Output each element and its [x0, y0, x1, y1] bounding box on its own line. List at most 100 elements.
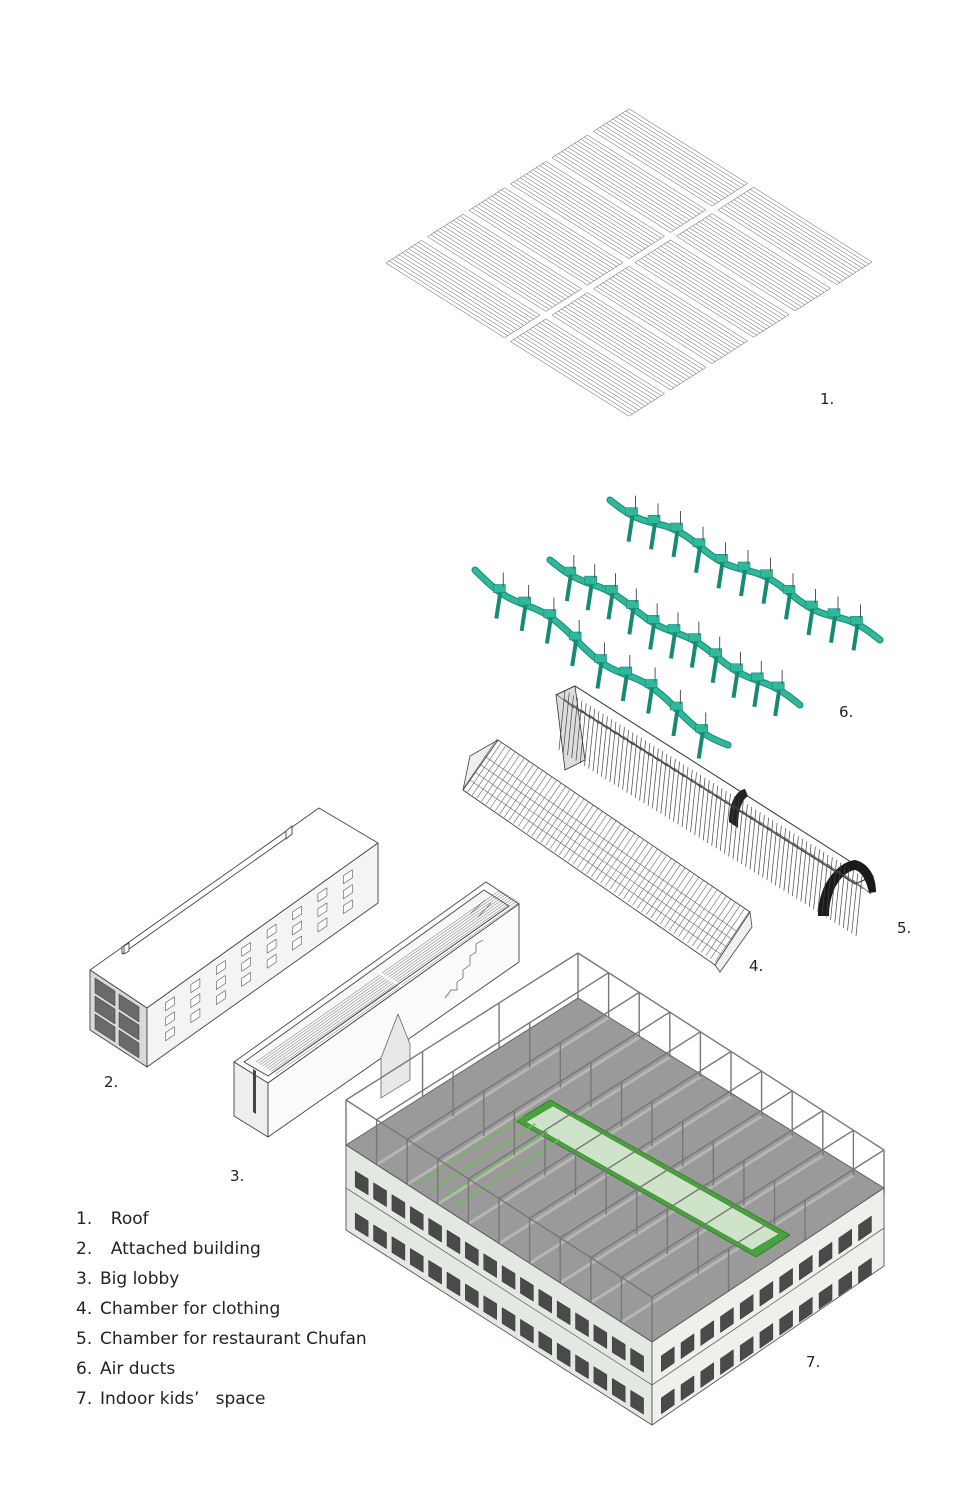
attached-window [317, 902, 328, 918]
lobby-roof-stripe [266, 981, 392, 1069]
facade-window [483, 1295, 497, 1320]
chamber-clothing-rafter [577, 817, 612, 868]
chamber-clothing-rafter [636, 858, 672, 909]
chamber-restaurant-brace [784, 837, 804, 852]
roof-rib [667, 241, 786, 317]
attached-end-pane [94, 977, 116, 1007]
hall-roof-truss [651, 1149, 885, 1298]
facade-window [700, 1320, 714, 1346]
roof-rib [449, 222, 569, 298]
chamber-clothing-rafter [618, 845, 654, 897]
duct-box [692, 538, 706, 547]
lobby-roof-stripe [381, 889, 501, 974]
duct-drop [646, 687, 655, 714]
roof-rib [513, 181, 633, 257]
lobby-roof-stripe [271, 984, 396, 1072]
chamber-restaurant-brace [717, 794, 736, 810]
chamber-restaurant-brace [852, 879, 872, 895]
roof-rib [539, 165, 659, 241]
lobby-roof-stripe [269, 982, 394, 1071]
attached-window [216, 975, 226, 990]
chamber-restaurant-brace [767, 826, 787, 842]
roof-rib [625, 268, 745, 344]
roof-rib [398, 254, 518, 330]
chamber-clothing-rafter [568, 811, 603, 862]
duct-box [518, 596, 531, 606]
lobby-roof-stripe [258, 976, 383, 1064]
attached-window [165, 1011, 175, 1027]
chamber-restaurant-brace [649, 752, 668, 767]
roof-rib [459, 215, 579, 292]
duct-box [827, 608, 841, 617]
roof-rib [494, 193, 614, 269]
facade-window [410, 1248, 424, 1273]
hall-roof-truss [376, 972, 609, 1121]
roof-rib [564, 306, 684, 382]
attached-window [266, 953, 277, 969]
duct-drop [595, 662, 604, 689]
duct-box [644, 679, 658, 688]
facade-window [483, 1253, 497, 1278]
roof-rib [708, 215, 828, 291]
chamber-restaurant-brace [742, 810, 761, 826]
duct-box [594, 654, 607, 663]
facade-window [520, 1277, 534, 1302]
roof-rib [705, 217, 825, 293]
attached-window [266, 923, 277, 939]
duct-box [626, 600, 639, 609]
roof-rib [571, 145, 691, 221]
roof-rib [405, 250, 525, 326]
roof-rib [401, 252, 521, 328]
roof-rib [615, 274, 735, 350]
roof-rib [657, 247, 777, 324]
chamber-clothing-rafter [481, 751, 516, 802]
chamber-restaurant-brace [700, 784, 719, 799]
facade-window [818, 1241, 833, 1268]
attached-window [317, 887, 328, 903]
lobby-roof-stripe [397, 899, 516, 983]
chamber-clothing-rafter [522, 779, 557, 831]
attached-window [343, 869, 353, 885]
indoor-kids-space-building [345, 952, 885, 1426]
facade-window [575, 1354, 589, 1379]
chamber-restaurant-brace [750, 815, 770, 831]
duct-box [695, 724, 709, 733]
hall-roof-truss [437, 1011, 671, 1160]
hall-roof-truss [468, 1031, 701, 1180]
duct-box [771, 681, 785, 691]
chamber-clothing-rafter [595, 830, 631, 881]
kids-floor-stripe [455, 1138, 561, 1207]
roof-rib [446, 224, 566, 300]
roof-rib [596, 129, 716, 205]
roof-rib [603, 282, 722, 358]
roof-rib [663, 243, 783, 319]
duct-box [670, 522, 683, 532]
roof-rib [555, 312, 674, 389]
roof-rib [584, 294, 703, 370]
chamber-clothing-rafter [517, 776, 553, 827]
roof-rib [599, 284, 719, 360]
chamber-restaurant-brace [801, 847, 821, 863]
legend-item: 5.Chamber for restaurant Chufan [76, 1329, 367, 1349]
roof-rib [721, 207, 840, 283]
duct-drop [585, 583, 594, 611]
roof-rib [389, 260, 508, 336]
callout-chamber-clothing: 4. [749, 957, 763, 975]
chamber-restaurant-brace [632, 741, 651, 757]
facade-window [739, 1336, 754, 1362]
callout-air-ducts: 6. [839, 703, 853, 721]
lobby-roof-stripe [260, 977, 385, 1065]
roof-rib [577, 141, 697, 217]
legend-item: 4.Chamber for clothing [76, 1299, 281, 1319]
roof-rib [692, 225, 812, 301]
duct-box [584, 575, 597, 585]
air-duct-run-north [606, 495, 884, 651]
chamber-clothing-rafter [558, 804, 594, 856]
air-duct-run-south [471, 566, 732, 759]
facade-window [446, 1271, 461, 1297]
roof-rib [561, 151, 681, 227]
facade-window [680, 1333, 695, 1359]
callout-attached-building: 2. [104, 1073, 118, 1091]
chamber-restaurant-brace [683, 773, 702, 788]
roof-rib [484, 199, 604, 276]
